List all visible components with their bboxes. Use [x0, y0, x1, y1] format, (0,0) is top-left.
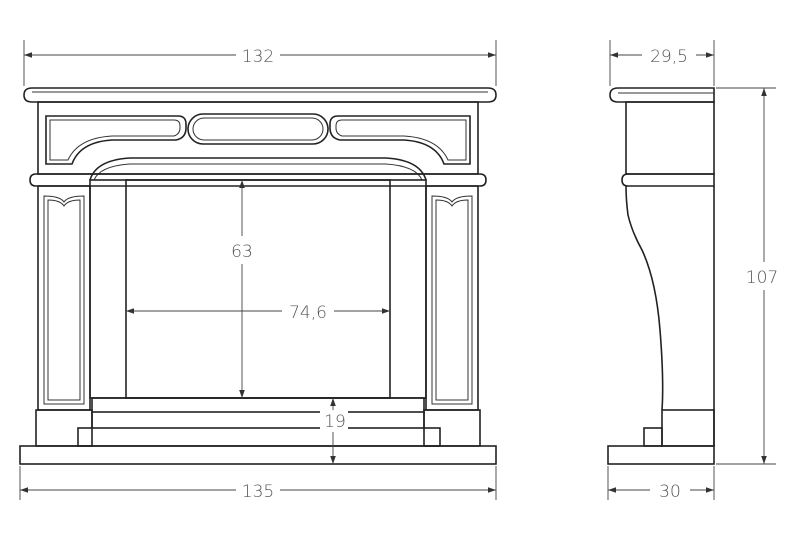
- width-base-label: 135: [242, 482, 274, 502]
- dimension-hearth-height: 19: [320, 398, 348, 464]
- dimension-width-base: 135: [19, 466, 497, 502]
- total-height-label: 107: [746, 268, 778, 288]
- opening-width-label: 74,6: [289, 303, 327, 323]
- width-top-label: 132: [242, 47, 274, 67]
- dimension-opening-height: 63: [226, 180, 258, 398]
- dimension-depth-top: 29,5: [609, 40, 715, 86]
- dimension-opening-width: 74,6: [126, 300, 390, 323]
- opening-height-label: 63: [231, 242, 253, 262]
- hearth-height-label: 19: [324, 412, 346, 432]
- depth-base-label: 30: [659, 482, 681, 502]
- dimension-total-height: 107: [716, 87, 786, 465]
- dimension-width-top: 132: [23, 40, 497, 86]
- depth-top-label: 29,5: [650, 47, 688, 67]
- side-view: [607, 87, 715, 465]
- front-view: [19, 87, 497, 465]
- dimension-depth-base: 30: [607, 466, 715, 502]
